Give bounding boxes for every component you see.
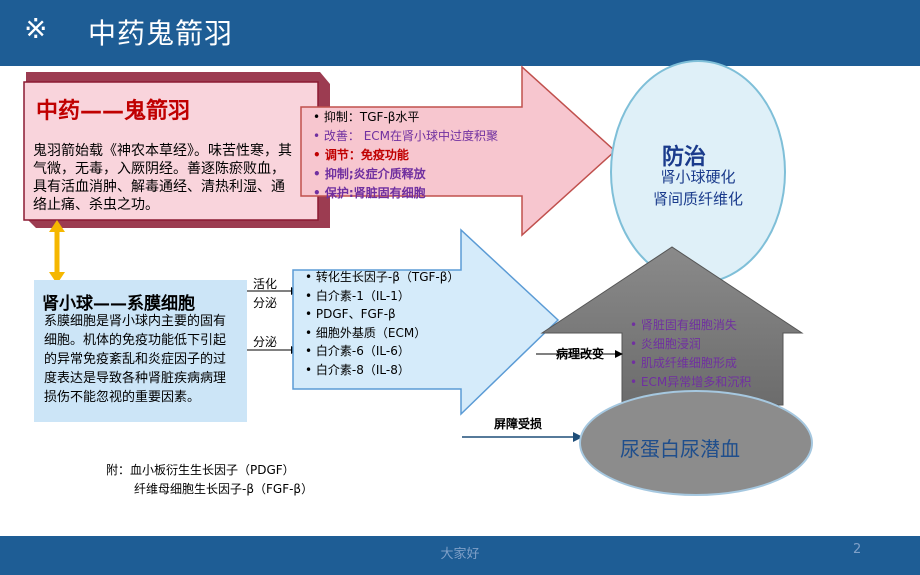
factor-item-text: 白介素-1（IL-1） — [315, 288, 410, 303]
bullet-icon: • — [313, 110, 324, 124]
herb-box-description: 鬼羽箭始载《神农本草经》。味苦性寒，其气微，无毒，入厥阴经。善逐陈瘀败血，具有活… — [33, 143, 292, 213]
bullet-icon: • — [305, 325, 316, 340]
herb-box — [23, 81, 319, 221]
link-arrow-top — [49, 220, 65, 232]
reference-mark-icon: ※ — [24, 12, 48, 45]
prevention-line-1: 肾小球硬化 — [660, 168, 736, 186]
pathology-item-text: 肌成纤维细胞形成 — [640, 356, 737, 370]
pathology-item-text: ECM异常增多和沉积 — [640, 375, 752, 389]
factor-item-text: PDGF、FGF-β — [315, 307, 396, 321]
bullet-icon: • — [305, 362, 316, 377]
bullet-icon: • — [630, 337, 641, 351]
effect-item-text: 调节：免疫功能 — [324, 148, 409, 162]
bullet-icon: • — [630, 318, 641, 332]
effect-item: • 调节：免疫功能 — [313, 146, 498, 165]
effect-item: • 抑制;炎症介质释放 — [313, 165, 498, 184]
effect-item: • 改善： ECM在肾小球中过度积聚 — [313, 127, 498, 146]
pathology-item: • 肌成纤维细胞形成 — [630, 354, 751, 373]
outcome-ellipse — [579, 390, 813, 496]
glomerulus-box-description: 系膜细胞是肾小球内主要的固有细胞。机体的免疫功能低下引起的异常免疫紊乱和炎症因子… — [44, 314, 227, 405]
factor-item-text: 白介素-6（IL-6） — [315, 344, 410, 358]
pathology-item: • 炎细胞浸润 — [630, 335, 751, 354]
bullet-icon: • — [630, 356, 641, 370]
footnote-line-1: 附：血小板衍生生长因子（PDGF） — [106, 463, 295, 477]
factor-item-text: 白介素-8（IL-8） — [315, 362, 410, 377]
page-number: 2 — [853, 542, 862, 557]
pathology-list: • 肾脏固有细胞消失• 炎细胞浸润• 肌成纤维细胞形成• ECM异常增多和沉积 — [630, 316, 751, 392]
glomerulus-box — [34, 280, 247, 422]
bullet-icon: • — [305, 344, 316, 358]
bullet-icon: • — [313, 167, 325, 181]
factor-item: • 白介素-6（IL-6） — [305, 342, 459, 361]
secrete-label-1: 分泌 — [253, 296, 278, 310]
pathology-item: • ECM异常增多和沉积 — [630, 373, 751, 392]
footnote: 附：血小板衍生生长因子（PDGF） 纤维母细胞生长因子-β（FGF-β） — [106, 461, 313, 499]
herb-box-title: 中药——鬼箭羽 — [36, 99, 191, 124]
effect-item: • 保护:肾脏固有细胞 — [313, 184, 498, 203]
effect-item-text: 抑制：TGF-β水平 — [323, 110, 420, 124]
barrier-label: 屏障受损 — [494, 417, 543, 431]
factor-item-text: 细胞外基质（ECM） — [315, 325, 427, 340]
bullet-icon: • — [313, 148, 325, 162]
pathology-item-text: 肾脏固有细胞消失 — [640, 318, 737, 332]
effect-item-text: 抑制;炎症介质释放 — [324, 167, 426, 181]
effects-list: • 抑制：TGF-β水平• 改善： ECM在肾小球中过度积聚• 调节：免疫功能•… — [313, 108, 498, 203]
factor-item: • 白介素-8（IL-8） — [305, 361, 459, 380]
effect-item: • 抑制：TGF-β水平 — [313, 108, 498, 127]
glomerulus-box-title: 肾小球——系膜细胞 — [42, 294, 195, 314]
effect-item-text: 改善： ECM在肾小球中过度积聚 — [323, 129, 499, 143]
effect-item-text: 保护:肾脏固有细胞 — [324, 186, 426, 200]
footer-text: 大家好 — [440, 547, 480, 562]
factors-list: • 转化生长因子-β（TGF-β）• 白介素-1（IL-1）• PDGF、FGF… — [305, 268, 459, 379]
activate-label: 活化 — [253, 277, 278, 291]
factor-item: • 转化生长因子-β（TGF-β） — [305, 268, 459, 287]
prevention-line-2: 肾间质纤维化 — [652, 190, 743, 208]
prevention-title: 防治 — [661, 145, 706, 170]
slide-title: 中药鬼箭羽 — [88, 17, 234, 50]
outcome-text: 尿蛋白尿潜血 — [620, 437, 740, 461]
footnote-line-2: 纤维母细胞生长因子-β（FGF-β） — [134, 482, 314, 496]
effects-arrow — [300, 65, 617, 237]
factor-item: • PDGF、FGF-β — [305, 305, 459, 324]
pathology-item: • 肾脏固有细胞消失 — [630, 316, 751, 335]
link-arrow-bottom — [49, 272, 65, 284]
factor-item: • 白介素-1（IL-1） — [305, 287, 459, 306]
secrete-label-2: 分泌 — [253, 335, 278, 349]
pathology-item-text: 炎细胞浸润 — [640, 337, 701, 351]
factor-item: • 细胞外基质（ECM） — [305, 324, 459, 343]
bullet-icon: • — [630, 375, 641, 389]
pathology-house — [540, 246, 804, 406]
factor-item-text: 转化生长因子-β（TGF-β） — [315, 270, 460, 284]
title-bar: ※ 中药鬼箭羽 — [0, 0, 920, 66]
pathology-label: 病理改变 — [556, 347, 605, 361]
bullet-icon: • — [313, 129, 324, 143]
bullet-icon: • — [305, 288, 316, 303]
footer-bar: 大家好 2 — [0, 536, 920, 575]
bullet-icon: • — [305, 307, 316, 321]
bullet-icon: • — [313, 186, 325, 200]
factors-arrow — [292, 228, 560, 416]
bullet-icon: • — [305, 270, 316, 284]
